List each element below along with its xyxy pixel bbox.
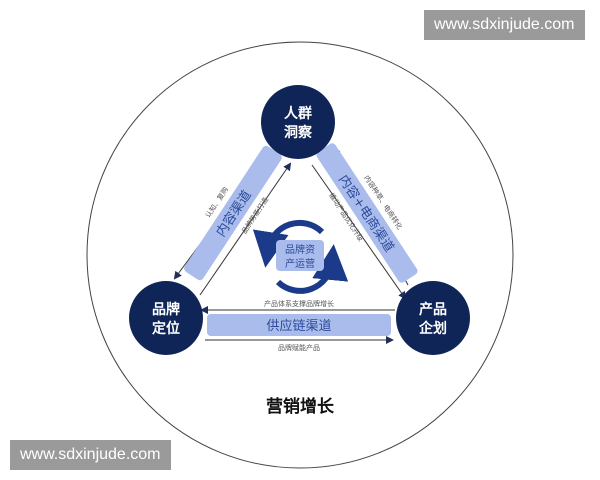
svg-text:企划: 企划 [418, 320, 447, 337]
bottom-bottom-text: 品牌赋能产品 [278, 343, 320, 352]
bottom-top-text: 产品体系支撑品牌增长 [264, 299, 334, 308]
svg-text:洞察: 洞察 [284, 124, 313, 141]
node-top: 人群 洞察 [261, 85, 335, 159]
diagram-title: 营销增长 [266, 396, 335, 417]
center-line-2: 产运营 [285, 257, 315, 270]
cycle-arrow-icon [252, 219, 325, 268]
center-cycle: 品牌资 产运营 [252, 219, 349, 294]
center-box [276, 240, 324, 271]
bottom-channel-label: 供应链渠道 [266, 318, 331, 334]
node-right: 产品 企划 [396, 281, 470, 355]
bottom-channel-bar [207, 314, 391, 336]
center-line-1: 品牌资 [285, 243, 315, 256]
bottom-channel: 供应链渠道 产品体系支撑品牌增长 品牌赋能产品 [200, 299, 395, 352]
svg-text:人群: 人群 [284, 105, 312, 122]
node-left: 品牌 定位 [129, 281, 203, 355]
outer-circle [86, 41, 514, 469]
svg-text:品牌: 品牌 [152, 301, 180, 318]
right-channel: 内容+电商渠道 内容种草、电商转化 撬动产品优化升级 [311, 143, 418, 300]
right-channel-bar [316, 143, 418, 283]
watermark-top: www.sdxinjude.com [424, 10, 585, 40]
left-channel: 内容渠道 认知、复购 品牌势能打造 [173, 145, 292, 296]
watermark-bottom: www.sdxinjude.com [10, 440, 171, 470]
svg-text:产品: 产品 [419, 301, 447, 318]
cycle-arrow-icon [275, 244, 349, 294]
right-inner-arrow [311, 164, 407, 300]
left-inner-arrow [199, 162, 292, 296]
svg-text:定位: 定位 [152, 320, 180, 337]
left-channel-bar [184, 145, 282, 281]
